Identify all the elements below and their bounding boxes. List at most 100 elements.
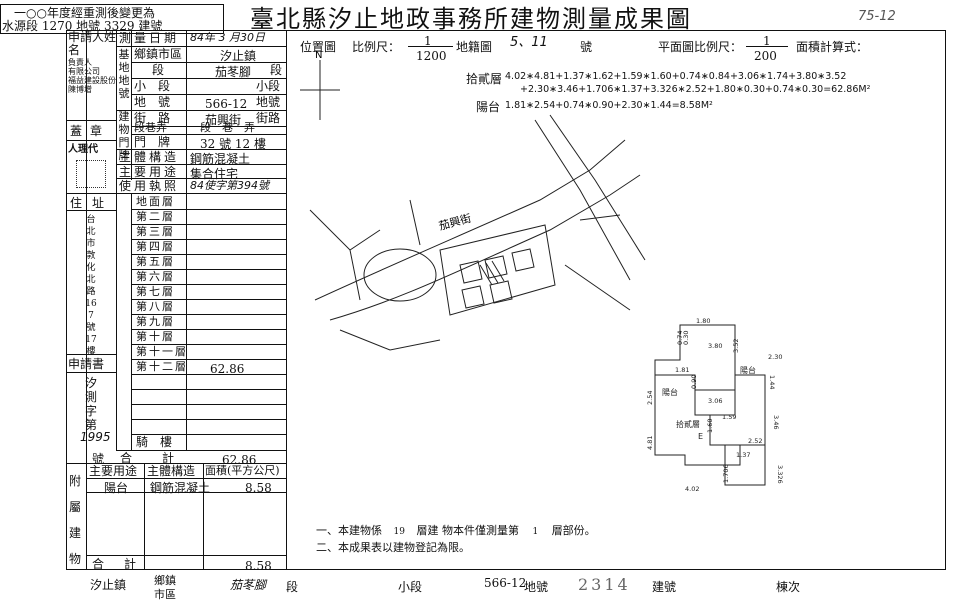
row-line xyxy=(116,164,286,165)
floor-label: 第四層 xyxy=(136,240,175,253)
lane-label: 段巷弄 xyxy=(134,121,167,134)
section-suffix: 段 xyxy=(270,63,283,77)
svg-text:2.54: 2.54 xyxy=(646,391,654,405)
note-1: 一、本建物係 19 層建 物本件僅測量第 1 層部份。 xyxy=(316,524,596,537)
floor-label: 第六層 xyxy=(136,270,175,283)
scale-bar xyxy=(408,46,453,47)
floor-label: 第十二層 xyxy=(136,360,188,373)
license-label: 使用執照 xyxy=(119,179,180,193)
col-line-2 xyxy=(116,30,117,450)
building-units xyxy=(459,248,535,309)
footer-section-value: 茄苳腳 xyxy=(230,578,267,592)
door-label: 建物門牌 xyxy=(118,110,130,162)
svg-text:2.30: 2.30 xyxy=(768,353,782,361)
floor-label: 第二層 xyxy=(136,210,175,223)
row-line xyxy=(66,120,116,121)
svg-text:1.37: 1.37 xyxy=(736,451,750,459)
svg-text:3.06: 3.06 xyxy=(708,397,722,405)
seal-label: 蓋章 xyxy=(70,124,111,138)
left-panel-divider xyxy=(286,30,287,570)
annex-side-label: 附屬建物 xyxy=(68,474,81,566)
row-line xyxy=(66,193,286,194)
col-line-1 xyxy=(86,30,87,570)
scale-num: 1 xyxy=(424,34,432,48)
application-number: 1995 xyxy=(80,430,111,444)
plan-scale-den: 200 xyxy=(754,49,777,63)
formula-12-label: 拾貳層 xyxy=(466,72,503,86)
change-note-line1: 一○○年度經重測後變更為 xyxy=(14,6,155,20)
svg-text:1.81: 1.81 xyxy=(675,366,689,374)
floor-label: 第九層 xyxy=(136,315,175,328)
application-label: 申請書 xyxy=(68,357,105,371)
floor-area: 62.86 xyxy=(210,362,245,376)
svg-text:1.59: 1.59 xyxy=(722,413,736,421)
row-line xyxy=(131,78,286,79)
row-line xyxy=(131,299,286,300)
row-line xyxy=(131,224,286,225)
north-letter: N xyxy=(315,50,322,61)
row-line xyxy=(86,478,286,479)
floors-total-label: 合計 xyxy=(120,451,205,465)
row-line xyxy=(116,46,286,47)
town-label: 鄉鎮市區 xyxy=(134,47,183,61)
seal-stamp xyxy=(76,160,106,188)
footer-bldg-value: 2314 xyxy=(578,575,631,594)
plan-inner xyxy=(724,445,741,466)
svg-text:0.74: 0.74 xyxy=(676,331,684,345)
row-line xyxy=(131,62,286,63)
row-line xyxy=(66,463,286,464)
footer-town-label2: 市區 xyxy=(154,588,176,601)
road-edge xyxy=(534,119,631,281)
plate-value: 32 號 12 樓 xyxy=(200,137,266,151)
arcade-label: 騎樓 xyxy=(136,435,185,449)
lane-value: 段 巷 弄 xyxy=(200,121,255,134)
address-label: 住址 xyxy=(70,196,115,210)
plan-label-balcony2: 陽台 xyxy=(740,365,756,375)
footer-unit-label: 棟次 xyxy=(776,580,801,594)
floor-label: 第十一層 xyxy=(136,345,188,358)
svg-text:4.81: 4.81 xyxy=(646,436,654,450)
lot-suffix: 地號 xyxy=(256,95,281,109)
row-line xyxy=(66,210,116,211)
row-line xyxy=(131,126,286,127)
svg-text:0.30: 0.30 xyxy=(682,331,690,345)
annex-row-area: 8.58 xyxy=(245,481,272,495)
culdesac xyxy=(363,248,437,302)
subsection-label: 小段 xyxy=(134,79,183,93)
applicant-label: 申請人姓名 xyxy=(68,30,117,57)
location-map: N 茄興街 xyxy=(300,50,646,351)
svg-text:2.52: 2.52 xyxy=(748,437,762,445)
road-edge xyxy=(329,174,641,321)
location-label: 位置圖 xyxy=(300,40,337,54)
note-2: 二、本成果表以建物登記為限。 xyxy=(316,541,470,554)
form-frame xyxy=(66,30,946,570)
footer-section-label: 段 xyxy=(286,580,299,594)
floor-plan: 1.80 3.80 3.52 2.30 1.44 2.54 3.06 1.59 … xyxy=(646,317,784,493)
row-line xyxy=(131,269,286,270)
plan-label-12f: 拾貳層 xyxy=(676,419,700,429)
corner-mark: 75-12 xyxy=(858,9,896,24)
change-note-box xyxy=(0,4,224,34)
annex-col-area: 面積(平方公尺) xyxy=(205,464,280,477)
row-line xyxy=(66,354,116,355)
structure-label: 主體構造 xyxy=(119,150,180,164)
hatched-unit xyxy=(479,260,505,286)
col-line xyxy=(144,463,145,570)
change-note-line2: 水源段 1270 地號 3329 建號 xyxy=(2,19,163,33)
cadastral-suffix: 號 xyxy=(580,40,593,54)
formula-balcony-label: 陽台 xyxy=(476,100,501,114)
annex-total-value: 8.58 xyxy=(245,559,272,573)
cadastral-value: 5、11 xyxy=(510,35,548,50)
row-line xyxy=(131,134,286,135)
annex-total-label: 合計 xyxy=(92,557,157,571)
row-line xyxy=(131,209,286,210)
plan-inner xyxy=(655,374,735,391)
floor-label: 第十層 xyxy=(136,330,175,343)
street-value: 茄興街 xyxy=(205,113,242,127)
floor-label: 地面層 xyxy=(136,195,175,208)
scale-label: 比例尺： xyxy=(352,40,401,54)
area-formula-label: 面積計算式： xyxy=(796,40,869,54)
svg-text:1.60: 1.60 xyxy=(706,419,714,433)
row-line xyxy=(131,314,286,315)
row-line xyxy=(86,492,286,493)
